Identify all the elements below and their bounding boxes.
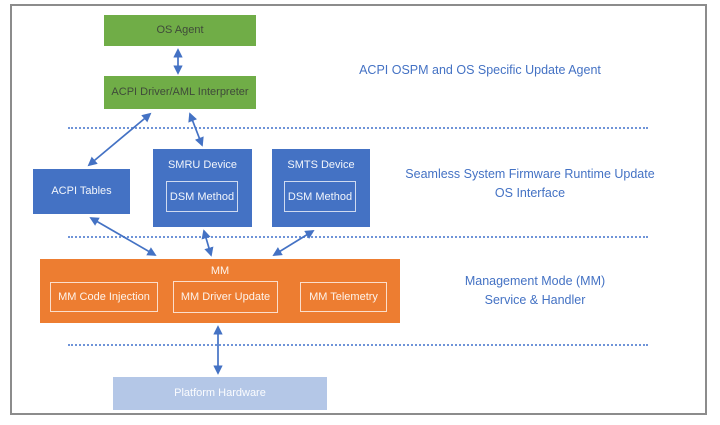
mm-section-label: Management Mode (MM) Service & Handler	[435, 272, 635, 311]
dotted-separator-1	[68, 127, 648, 129]
smru-device-label: SMRU Device	[167, 159, 238, 171]
mm-driver-update-label: MM Driver Update	[180, 291, 271, 303]
acpi-tables-label: ACPI Tables	[51, 185, 112, 198]
mm-section-label-line1: Management Mode (MM)	[464, 274, 606, 288]
smts-dsm-method-box: DSM Method	[284, 181, 356, 212]
dotted-separator-2	[68, 236, 648, 238]
smru-dsm-method-box: DSM Method	[166, 181, 238, 212]
mm-telemetry-label: MM Telemetry	[309, 291, 378, 303]
middle-section-label: Seamless System Firmware Runtime Update …	[400, 165, 660, 204]
mm-code-injection-label: MM Code Injection	[58, 291, 150, 303]
outer-border	[10, 4, 707, 415]
os-agent-label: OS Agent	[156, 24, 204, 37]
os-agent-box: OS Agent	[104, 15, 256, 46]
mm-code-injection-box: MM Code Injection	[50, 282, 158, 312]
mm-telemetry-box: MM Telemetry	[300, 282, 387, 312]
middle-section-label-line1: Seamless System Firmware Runtime Update	[405, 167, 655, 181]
top-section-label: ACPI OSPM and OS Specific Update Agent	[359, 63, 601, 77]
middle-section-label-line2: OS Interface	[494, 186, 566, 201]
acpi-driver-box: ACPI Driver/AML Interpreter	[104, 76, 256, 109]
mm-section-label-line2: Service & Handler	[484, 293, 586, 308]
smru-dsm-method-label: DSM Method	[169, 190, 235, 203]
smts-device-label: SMTS Device	[287, 159, 355, 171]
mm-title: MM	[210, 265, 230, 277]
mm-driver-update-box: MM Driver Update	[173, 281, 278, 313]
dotted-separator-3	[68, 344, 648, 346]
acpi-tables-box: ACPI Tables	[33, 169, 130, 214]
platform-hardware-box: Platform Hardware	[113, 377, 327, 410]
acpi-driver-label: ACPI Driver/AML Interpreter	[111, 86, 249, 99]
smts-dsm-method-label: DSM Method	[287, 190, 353, 203]
platform-hardware-label: Platform Hardware	[174, 387, 266, 400]
